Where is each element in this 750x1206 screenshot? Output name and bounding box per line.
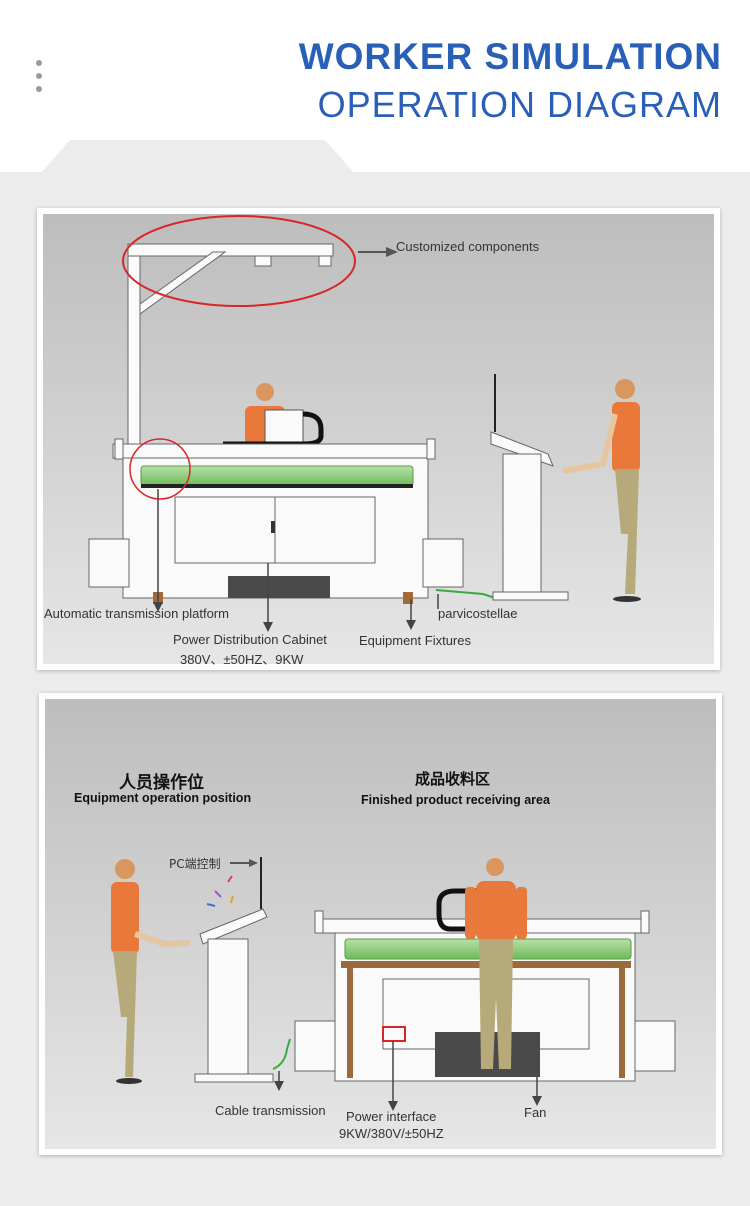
label-power-distribution-cabinet: Power Distribution Cabinet [173,632,327,647]
diagram-panel-2: 人员操作位 Equipment operation position 成品收料区… [39,693,722,1155]
label-receiving-area-zh: 成品收料区 [415,768,490,789]
page-subtitle: OPERATION DIAGRAM [318,84,722,126]
label-cable-transmission: Cable transmission [215,1103,326,1118]
conveyor-belt [141,466,413,486]
cutting-machine-front-view [43,214,714,664]
diagram-panel-1: Customized components Automatic transmis… [37,208,720,670]
label-receiving-area-en: Finished product receiving area [361,793,550,807]
more-dots-icon[interactable] [36,60,44,99]
machine-body [89,439,463,598]
page-title: WORKER SIMULATION [299,36,722,78]
power-cabinet [228,576,330,598]
label-customized-components: Customized components [396,239,539,254]
label-automatic-transmission-platform: Automatic transmission platform [44,606,229,621]
label-power-interface-spec: 9KW/380V/±50HZ [339,1126,444,1141]
label-equipment-fixtures: Equipment Fixtures [359,633,471,648]
label-operation-position-zh: 人员操作位 [119,768,204,793]
operation-layout-view [45,699,716,1149]
label-pc-control: PC端控制 [169,855,221,872]
label-operation-position-en: Equipment operation position [74,791,251,805]
label-fan: Fan [524,1105,546,1120]
label-power-interface: Power interface [346,1109,436,1124]
label-parvicostellae: parvicostellae [438,606,518,621]
header-tab-decoration [40,140,355,174]
label-power-spec: 380V、±50HZ、9KW [180,649,303,668]
